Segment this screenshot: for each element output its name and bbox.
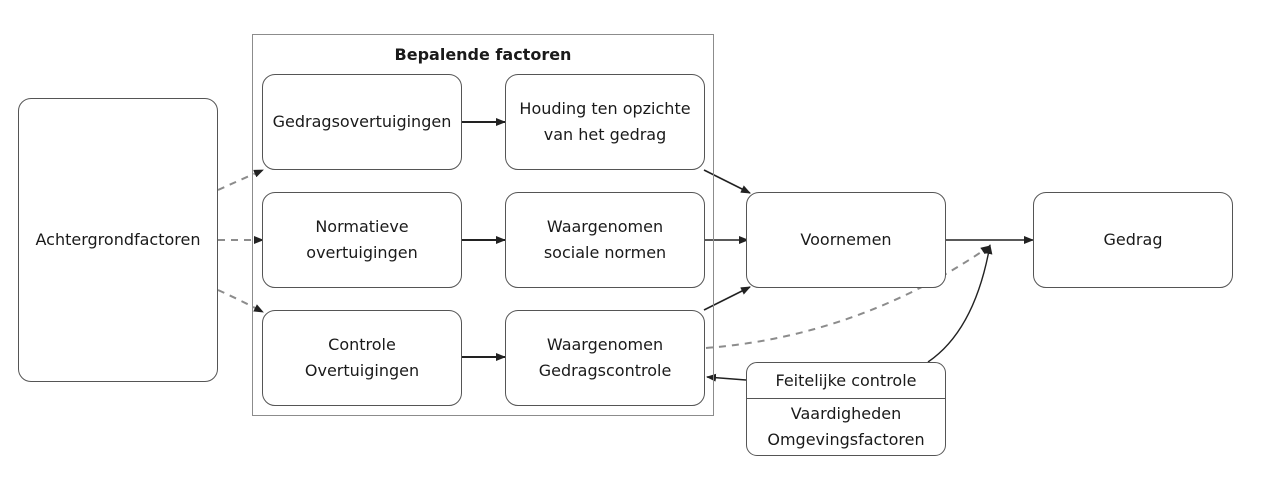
feitelijke-controle-header: Feitelijke controle [747, 363, 945, 399]
node-label-line2: Gedragscontrole [538, 361, 672, 380]
node-houding: Houding ten opzichte van het gedrag [505, 74, 705, 170]
arrow-feitelijke-controle-to-junction [927, 244, 993, 363]
node-achtergrondfactoren: Achtergrondfactoren [18, 98, 218, 382]
node-waargenomen-sociale-normen: Waargenomen sociale normen [505, 192, 705, 288]
node-controle-overtuigingen: Controle Overtuigingen [262, 310, 462, 406]
feitelijke-controle-items: Vaardigheden Omgevingsfactoren [747, 399, 945, 453]
dashed-arrow-gedragscontrole-to-junction [705, 245, 991, 349]
node-gedragsovertuigingen: Gedragsovertuigingen [262, 74, 462, 170]
node-feitelijke-controle: Feitelijke controle Vaardigheden Omgevin… [746, 362, 946, 456]
dashed-arrow-achtergrond-to-gedragsovertuigingen [217, 169, 264, 191]
node-label-line2: Overtuigingen [304, 361, 420, 380]
group-title: Bepalende factoren [394, 45, 572, 64]
node-label-line1: Waargenomen [546, 335, 664, 354]
feitelijke-controle-item: Vaardigheden [790, 404, 902, 423]
arrow-gedragscontrole-to-voornemen [703, 286, 751, 311]
node-label-line1: Normatieve [315, 217, 409, 236]
node-label: Achtergrondfactoren [35, 230, 201, 249]
node-label-line2: sociale normen [543, 243, 667, 262]
bepalende-factoren-group [252, 34, 714, 416]
node-label-line2: van het gedrag [543, 125, 667, 144]
node-gedrag: Gedrag [1033, 192, 1233, 288]
node-waargenomen-gedragscontrole: Waargenomen Gedragscontrole [505, 310, 705, 406]
node-voornemen: Voornemen [746, 192, 946, 288]
node-label-line1: Controle [328, 335, 396, 354]
node-label: Voornemen [800, 230, 892, 249]
feitelijke-controle-item: Omgevingsfactoren [767, 430, 925, 449]
node-label: Gedragsovertuigingen [272, 112, 452, 131]
node-label-line2: overtuigingen [306, 243, 418, 262]
node-normatieve-overtuigingen: Normatieve overtuigingen [262, 192, 462, 288]
dashed-arrow-achtergrond-to-controle [217, 289, 264, 313]
arrow-houding-to-voornemen [703, 169, 751, 194]
node-label-line1: Waargenomen [546, 217, 664, 236]
node-label-line1: Houding ten opzichte [519, 99, 691, 118]
node-label: Gedrag [1103, 230, 1163, 249]
